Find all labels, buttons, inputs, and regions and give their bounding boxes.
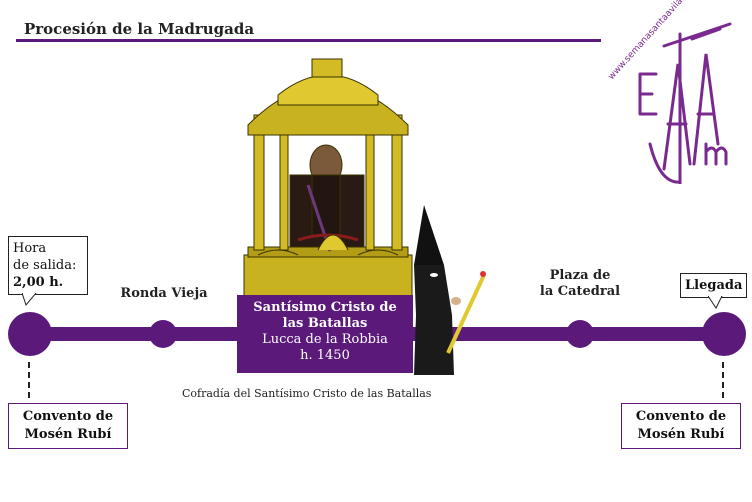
stop-label-plaza-text-2: la Catedral	[539, 284, 621, 299]
start-point	[8, 312, 52, 356]
start-place-line1: Convento de	[22, 409, 114, 424]
start-place-line2: Mosén Rubí	[24, 427, 112, 442]
start-place-box: Convento de Mosén Rubí	[8, 403, 128, 449]
callout-hora: Hora	[13, 241, 47, 256]
brand-logo	[638, 22, 732, 184]
end-point	[702, 312, 746, 356]
start-time: 2,00 h.	[13, 275, 64, 290]
title-underline	[16, 39, 601, 42]
arrival-label: Llegada	[685, 278, 743, 293]
end-place-line2: Mosén Rubí	[637, 427, 725, 442]
stop-label-ronda-vieja: Ronda Vieja	[114, 286, 214, 302]
stop-label-plaza-text-1: Plaza de	[549, 268, 611, 283]
end-place-line1: Convento de	[635, 409, 727, 424]
start-time-callout: Hora de salida: 2,00 h.	[8, 236, 88, 295]
start-connector	[28, 362, 30, 398]
start-callout-tail	[22, 293, 37, 307]
nazareno-figure	[414, 205, 486, 375]
stop-ronda-vieja	[149, 320, 177, 348]
arrival-callout: Llegada	[680, 273, 748, 298]
brotherhood-caption: Cofradía del Santísimo Cristo de las Bat…	[182, 387, 432, 400]
end-place-box: Convento de Mosén Rubí	[621, 403, 741, 449]
image-name-line2: las Batallas	[282, 316, 368, 331]
image-info-box: Santísimo Cristo de las Batallas Lucca d…	[237, 295, 413, 373]
callout-de-salida: de salida:	[13, 258, 77, 273]
image-author: Lucca de la Robbia	[262, 332, 388, 347]
image-name-line1: Santísimo Cristo de	[253, 300, 397, 315]
paso-illustration	[243, 58, 413, 300]
end-callout-tail	[708, 296, 723, 309]
stop-label-ronda-vieja-text: Ronda Vieja	[120, 286, 208, 301]
stop-label-plaza-catedral: Plaza de la Catedral	[530, 268, 630, 300]
page-title: Procesión de la Madrugada	[24, 20, 255, 38]
image-year: h. 1450	[300, 348, 350, 363]
end-connector	[722, 362, 724, 398]
stop-plaza-catedral	[566, 320, 594, 348]
